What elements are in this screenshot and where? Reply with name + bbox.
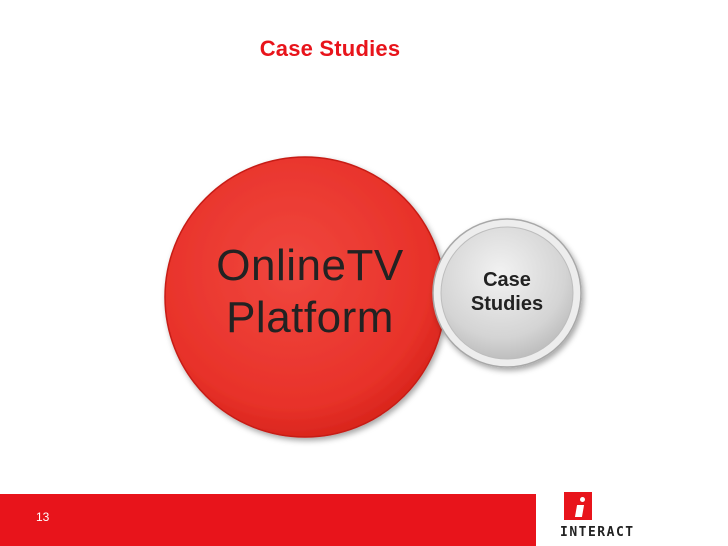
footer-bar xyxy=(0,494,536,546)
secondary-circle-label: Case Studies xyxy=(442,268,572,316)
main-circle-label: OnlineTV Platform xyxy=(180,240,440,344)
interact-logo: INTERACT xyxy=(560,490,660,544)
secondary-circle-line1: Case xyxy=(483,269,531,291)
logo-i-icon xyxy=(564,492,592,520)
logo-wordmark: INTERACT xyxy=(560,525,635,540)
secondary-circle-line2: Studies xyxy=(470,293,544,315)
slide-title: Case Studies xyxy=(259,36,401,61)
secondary-circle xyxy=(440,226,574,360)
main-circle-line1: OnlineTV xyxy=(216,241,404,290)
page-number: 13 xyxy=(36,510,50,524)
main-circle-line2: Platform xyxy=(226,293,394,342)
